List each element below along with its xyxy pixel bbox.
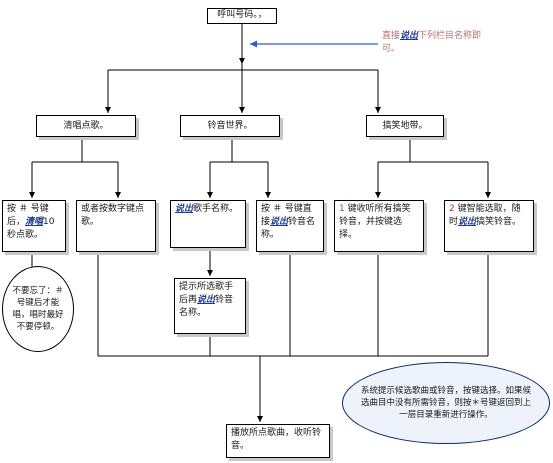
note-left: 不要忘了：＃号键后才能唱，唱时最好不要停顿。 <box>2 266 74 352</box>
leaf-sing-number: 或者按数字键点歌。 <box>76 200 156 252</box>
leaf-sing-hash: 按 ＃ 号键后，清唱10秒点歌。 <box>2 200 66 252</box>
branch-sing: 清唱点歌。 <box>36 115 136 137</box>
ring-sub-box: 提示所选歌手后再说出铃音名称。 <box>174 278 246 334</box>
branch-ring: 铃音世界。 <box>180 115 280 137</box>
leaf-ring-singer: 说出歌手名称。 <box>170 200 246 248</box>
leaf-ring-hash: 按 ＃ 号键直接说出铃音名称。 <box>256 200 324 252</box>
end-box: 播放所点歌曲，收听铃音。 <box>226 424 330 458</box>
start-text: 呼叫号码。， <box>217 10 267 20</box>
start-box: 呼叫号码。， <box>207 8 277 24</box>
leaf-joke-1: 1 键收听所有搞笑铃音，并按键选择。 <box>334 200 424 252</box>
bubble-right: 系统提示候选歌曲或铃音，按键选择。如果候选曲目中没有所需铃音，则按＊号键返回到上… <box>342 362 550 444</box>
callout-top: 直接说出下列栏目名称即可。 <box>382 31 482 54</box>
branch-joke: 搞笑地带。 <box>366 115 444 137</box>
leaf-joke-2: 2 键智能选取，随时说出搞笑铃音。 <box>444 200 534 252</box>
